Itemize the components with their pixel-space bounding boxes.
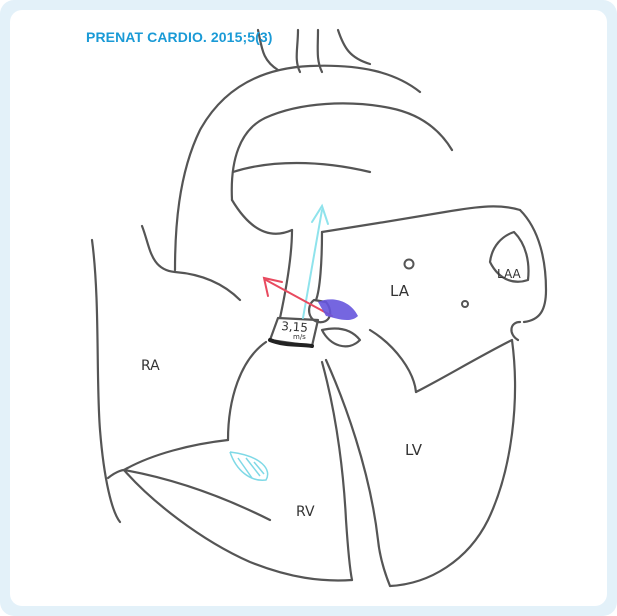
right-ventricle-outer	[228, 342, 266, 440]
right-atrium-outer	[92, 240, 120, 522]
ascending-aorta-left	[280, 230, 292, 318]
label-lv: LV	[405, 441, 423, 459]
journal-citation: PRENAT CARDIO. 2015;5(3)	[86, 29, 273, 45]
left-ventricle-outer	[390, 340, 515, 586]
tricuspid-shelf	[124, 440, 352, 580]
mitral-leaflet	[322, 328, 360, 346]
la-floor	[370, 330, 416, 392]
aortic-arch-outer	[175, 66, 420, 270]
pulmonary-vein-opening-1	[405, 260, 414, 269]
septum-left	[326, 360, 390, 586]
arch-upper	[233, 163, 370, 172]
arch-lower	[232, 200, 292, 234]
aortic-arch-inner	[232, 103, 452, 200]
label-ra: RA	[141, 358, 160, 374]
rv-inner-line	[124, 470, 270, 520]
pulmonary-vein	[511, 322, 520, 340]
rv-apex	[108, 470, 124, 478]
septum-right	[322, 362, 352, 580]
label-rv: RV	[296, 504, 315, 520]
label-la: LA	[390, 282, 410, 300]
purple-jet	[318, 299, 358, 320]
tricuspid-jet	[230, 452, 268, 480]
red-flow-arrow	[264, 278, 332, 316]
la-appendage	[520, 210, 546, 322]
right-atrium-shelf	[142, 226, 240, 300]
velocity-unit: m/s	[293, 333, 306, 341]
label-laa: LAA	[497, 267, 522, 281]
vessel-2-right	[338, 30, 370, 64]
pulmonary-vein-opening-2	[462, 301, 468, 307]
la-roof	[322, 206, 520, 232]
